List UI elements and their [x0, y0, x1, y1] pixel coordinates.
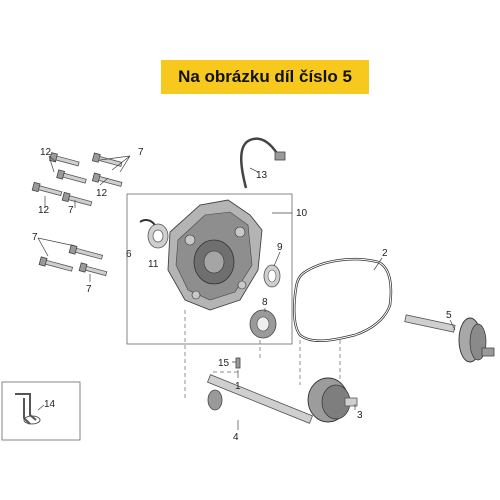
label-7: 7: [86, 284, 92, 295]
label-5: 5: [446, 310, 452, 321]
highlight-banner: Na obrázku díl číslo 5: [161, 60, 369, 94]
label-14: 14: [44, 399, 56, 410]
label-15: 15: [218, 358, 230, 369]
input-shaft: [206, 374, 314, 424]
label-12: 12: [40, 147, 52, 158]
intermediate-gear: [307, 377, 358, 423]
cable-connector: [274, 151, 286, 161]
pin: [235, 357, 241, 369]
label-13: 13: [256, 170, 268, 181]
label-9: 9: [277, 242, 283, 253]
label-7: 7: [68, 205, 74, 216]
bolts-group-left: [38, 244, 108, 277]
label-2: 2: [382, 248, 388, 259]
transmission-cover: [167, 199, 263, 311]
output-shaft-gear: [404, 314, 495, 363]
label-10: 10: [296, 208, 308, 219]
bracket-clip: [15, 393, 37, 425]
label-3: 3: [357, 410, 363, 421]
label-11: 11: [148, 259, 159, 270]
label-12: 12: [38, 205, 50, 216]
label-6: 6: [126, 249, 132, 260]
label-7: 7: [32, 232, 38, 243]
gasket: [293, 258, 393, 342]
label-1: 1: [235, 381, 241, 392]
cable: [240, 137, 280, 189]
label-4: 4: [233, 432, 239, 443]
bolts-group-top: [31, 152, 123, 207]
label-8: 8: [262, 297, 268, 308]
label-7: 7: [138, 147, 144, 158]
inset-frame: [1, 381, 81, 441]
label-12: 12: [96, 188, 108, 199]
cover-assembly-frame: [126, 193, 293, 345]
banner-text: Na obrázku díl číslo 5: [178, 67, 352, 86]
